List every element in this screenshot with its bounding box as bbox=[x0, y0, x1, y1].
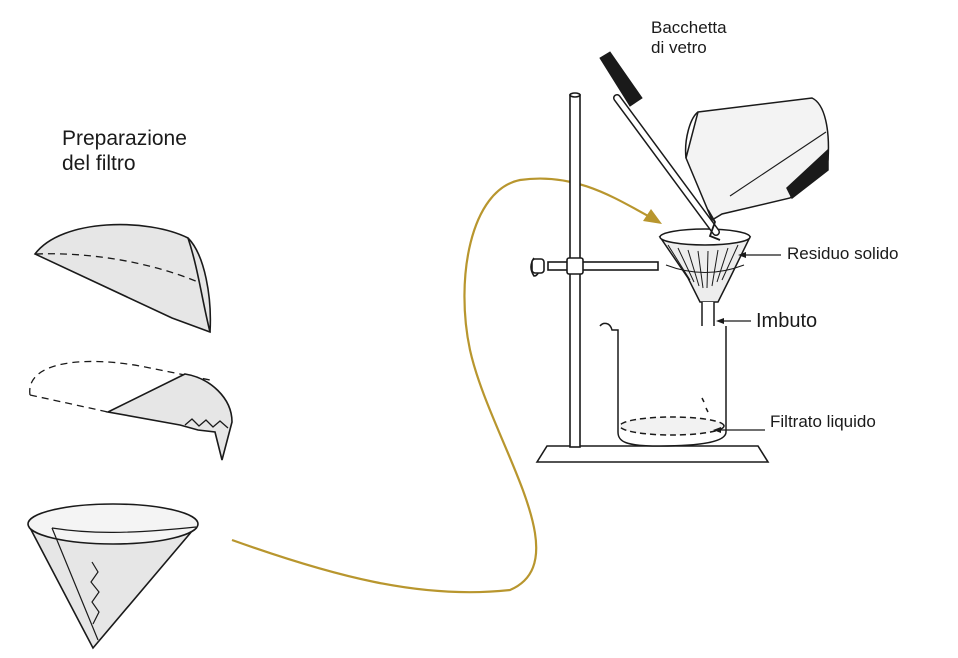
cone-filter-paper-icon bbox=[27, 503, 199, 650]
filter-preparation-title-line2: del filtro bbox=[62, 152, 136, 176]
collecting-beaker-icon bbox=[599, 322, 727, 447]
quarter-folded-filter-paper-icon bbox=[29, 360, 233, 461]
glass-rod-label-line1: Bacchetta bbox=[651, 18, 727, 37]
filter-preparation-title-line1: Preparazione bbox=[62, 127, 187, 150]
funnel-label: Imbuto bbox=[756, 310, 818, 332]
label-leader-lines bbox=[713, 252, 781, 433]
connector-arrow bbox=[231, 177, 662, 594]
liquid-filtrate-label: Filtrato liquido bbox=[770, 412, 876, 431]
ring-stand-icon bbox=[530, 92, 770, 463]
pouring-beaker-icon bbox=[684, 97, 830, 241]
half-folded-filter-paper-icon bbox=[33, 223, 212, 334]
glass-rod-icon bbox=[599, 51, 720, 236]
solid-residue-label: Residuo solido bbox=[787, 244, 899, 263]
glass-rod-label: Bacchetta di vetro bbox=[651, 18, 727, 59]
glass-rod-label-line2: di vetro bbox=[651, 38, 707, 58]
filter-preparation-title: Preparazione del filtro bbox=[62, 126, 187, 176]
